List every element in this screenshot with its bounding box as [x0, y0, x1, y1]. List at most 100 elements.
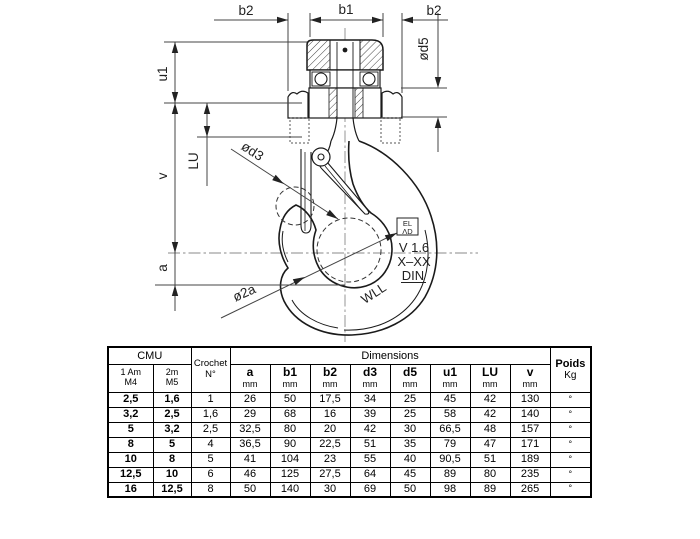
dim-col-unit: mm — [282, 378, 298, 389]
latch-arm-inner-line — [324, 165, 363, 212]
marking-wll: WLL — [358, 280, 389, 307]
dim-col-unit: mm — [482, 378, 498, 389]
table-cell: 90,5 — [429, 451, 471, 468]
table-cell: ° — [549, 421, 592, 438]
table-cell: 104 — [269, 451, 311, 468]
table-cell: 140 — [509, 406, 551, 423]
table-cell: 41 — [229, 451, 271, 468]
clevis-head — [287, 39, 403, 144]
table-cell: 64 — [349, 466, 391, 483]
header-crochet: Crochet N° — [190, 346, 231, 393]
table-cell: 51 — [469, 451, 511, 468]
bearing-ball-right — [362, 72, 376, 86]
table-cell: 12,5 — [107, 466, 154, 483]
table-cell: 5 — [152, 436, 192, 453]
header-dimensions: Dimensions — [229, 346, 551, 365]
marking-standard: DIN — [402, 268, 424, 283]
table-cell: 51 — [349, 436, 391, 453]
table-cell: 27,5 — [309, 466, 351, 483]
safety-latch — [300, 147, 370, 234]
table-cell: 46 — [229, 466, 271, 483]
hook-outline — [278, 140, 438, 336]
table-cell: 29 — [229, 406, 271, 423]
latch-plate — [300, 149, 312, 234]
table-cell: 25 — [389, 391, 431, 408]
header-poids-line1: Poids — [555, 358, 586, 371]
dim-col-unit: mm — [242, 378, 258, 389]
table-cell: 42 — [349, 421, 391, 438]
dim-col-name: LU — [482, 365, 498, 380]
table-cell: 40 — [389, 451, 431, 468]
table-cell: 42 — [469, 391, 511, 408]
table-cell: 98 — [429, 481, 471, 498]
table-cell: 171 — [509, 436, 551, 453]
table-cell: 68 — [269, 406, 311, 423]
table-cell: ° — [549, 436, 592, 453]
table-cell: 16 — [309, 406, 351, 423]
label-b2-left: b2 — [238, 3, 253, 18]
label-lu: LU — [186, 152, 201, 169]
hook-technical-drawing: b2 b1 b2 ød5 u1 v a LU ød3 ø2a EL ΛD V 1… — [155, 2, 478, 342]
table-cell: 26 — [229, 391, 271, 408]
shank-lines — [336, 42, 354, 118]
table-cell: 45 — [389, 466, 431, 483]
label-a: a — [155, 264, 170, 272]
table-cell: 16 — [107, 481, 154, 498]
header-cmu-col-2: 2m M5 — [152, 363, 192, 393]
lug-hidden-left — [289, 117, 310, 144]
hook-body — [278, 140, 438, 336]
table-cell: 5 — [107, 421, 154, 438]
table-cell: 189 — [509, 451, 551, 468]
table-cell: 10 — [107, 451, 154, 468]
dim-col-name: b2 — [322, 365, 337, 380]
table-cell: 4 — [190, 436, 231, 453]
table-cell: 35 — [389, 436, 431, 453]
table-header-row-1: CMU Crochet N° Dimensions Poids Kg — [107, 346, 592, 393]
table-cell: 34 — [349, 391, 391, 408]
dimension-table: CMU Crochet N° Dimensions Poids Kg 1 Am … — [107, 346, 593, 498]
table-cell: 89 — [469, 481, 511, 498]
table-cell: 36,5 — [229, 436, 271, 453]
table-cell: 23 — [309, 451, 351, 468]
table-cell: 89 — [429, 466, 471, 483]
label-v: v — [155, 172, 170, 179]
table-cell: 140 — [269, 481, 311, 498]
table-cell: ° — [549, 391, 592, 408]
table-cell: 125 — [269, 466, 311, 483]
table-cell: 66,5 — [429, 421, 471, 438]
header-cmu2-line1: 2m — [165, 367, 179, 378]
dim-col-name: u1 — [442, 365, 457, 380]
table-cell: 47 — [469, 436, 511, 453]
table-cell: ° — [549, 406, 592, 423]
table-cell: 3,2 — [107, 406, 154, 423]
table-cell: 235 — [509, 466, 551, 483]
table-cell: 2,5 — [107, 391, 154, 408]
maker-logo-box — [396, 217, 419, 236]
table-cell: 5 — [190, 451, 231, 468]
label-d5: ød5 — [416, 37, 431, 60]
header-crochet-line1: Crochet — [193, 358, 228, 370]
dimension-lines — [155, 13, 448, 319]
dim-col-name: a — [246, 365, 254, 380]
table-cell: 80 — [469, 466, 511, 483]
nut-right — [381, 90, 403, 119]
header-cmu1-line2: M4 — [124, 377, 137, 387]
lug-hidden-right — [380, 117, 401, 144]
table-cell: 12,5 — [152, 481, 192, 498]
dimension-shafts — [174, 19, 448, 319]
label-d3: ød3 — [239, 139, 267, 164]
bearing-ball-left — [314, 72, 328, 86]
table-cell: 17,5 — [309, 391, 351, 408]
label-b1: b1 — [338, 2, 353, 17]
table-cell: 90 — [269, 436, 311, 453]
